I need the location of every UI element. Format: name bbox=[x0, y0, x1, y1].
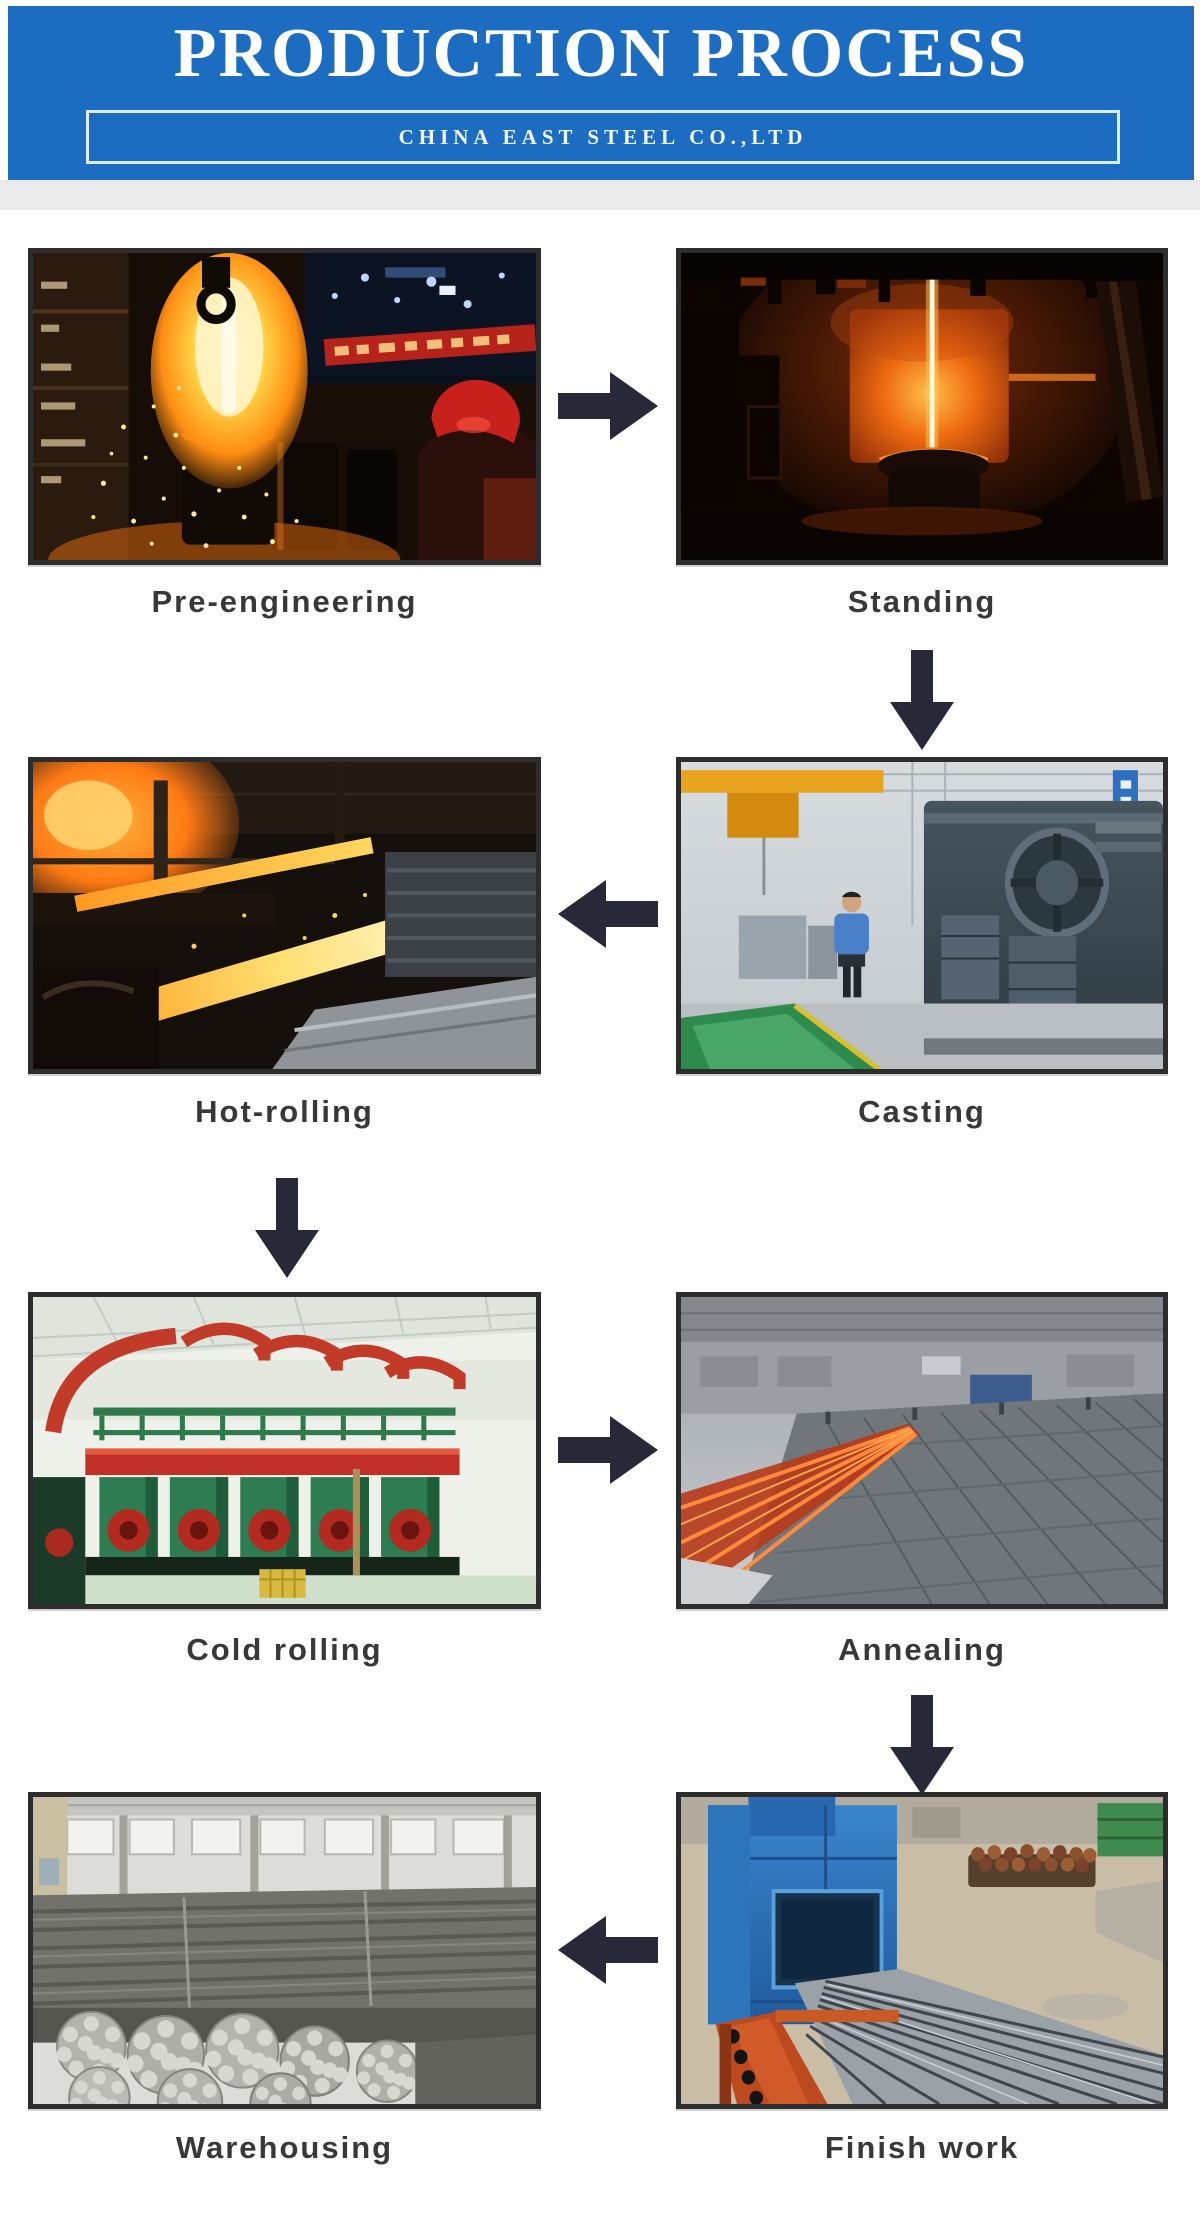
annealing-photo bbox=[676, 1292, 1168, 1609]
header-underline-strip bbox=[0, 180, 1200, 210]
standing-photo bbox=[676, 248, 1168, 565]
arrow-down-icon bbox=[890, 1695, 954, 1795]
caption-standing: Standing bbox=[847, 584, 997, 619]
company-name-box: CHINA EAST STEEL CO.,LTD bbox=[86, 110, 1120, 164]
cold-rolling-photo bbox=[28, 1292, 541, 1609]
casting-photo bbox=[676, 757, 1168, 1074]
page-title: PRODUCTION PROCESS bbox=[173, 15, 1029, 92]
company-name: CHINA EAST STEEL CO.,LTD bbox=[398, 124, 808, 149]
caption-cold-rolling: Cold rolling bbox=[186, 1632, 383, 1667]
arrow-left-icon bbox=[558, 880, 658, 948]
warehousing-photo bbox=[28, 1792, 541, 2109]
header-banner: PRODUCTION PROCESS CHINA EAST STEEL CO.,… bbox=[8, 6, 1194, 180]
arrow-left-icon bbox=[558, 1916, 658, 1984]
caption-annealing: Annealing bbox=[838, 1632, 1006, 1667]
hot-rolling-photo bbox=[28, 757, 541, 1074]
finish-work-photo bbox=[676, 1792, 1168, 2109]
pre-engineering-photo bbox=[28, 248, 541, 565]
caption-hot-rolling: Hot-rolling bbox=[195, 1094, 374, 1129]
arrow-down-icon bbox=[255, 1178, 319, 1278]
caption-warehousing: Warehousing bbox=[175, 2130, 394, 2165]
caption-finish-work: Finish work bbox=[824, 2130, 1020, 2165]
arrow-right-icon bbox=[558, 1416, 658, 1484]
arrow-right-icon bbox=[558, 372, 658, 440]
caption-casting: Casting bbox=[858, 1094, 986, 1129]
arrow-down-icon bbox=[890, 650, 954, 750]
caption-pre-engineering: Pre-engineering bbox=[151, 584, 418, 619]
